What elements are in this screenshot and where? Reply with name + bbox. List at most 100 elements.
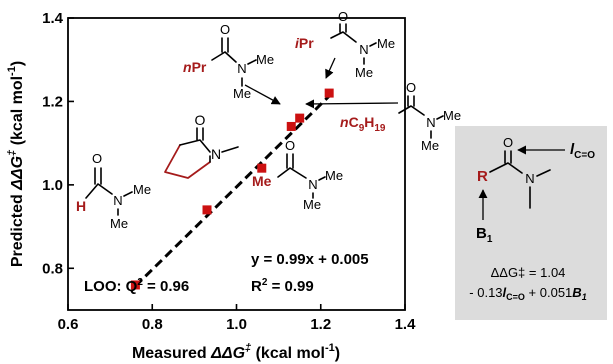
ipr-methyl-2: Me <box>355 65 373 80</box>
molecule-pyrrolidinone: O N <box>164 112 239 179</box>
molecule-npr-amide: nPr O N Me Me <box>183 22 274 101</box>
ipr-label: iPr <box>295 35 314 51</box>
npr-bonds <box>211 37 257 87</box>
nonyl-prefix: n <box>340 114 349 130</box>
data-point <box>202 205 212 215</box>
model-box-background <box>455 126 607 320</box>
ipr-group: Pr <box>299 35 314 51</box>
x-axis-label-unit: (kcal mol <box>251 345 325 362</box>
npr-prefix: n <box>183 59 192 75</box>
y-axis-label-symbol: ΔΔG <box>9 156 26 191</box>
molecule-dma: Me O N Me Me <box>252 138 343 212</box>
data-point <box>130 280 140 290</box>
npr-oxygen: O <box>220 22 230 37</box>
dma-methyl-1: Me <box>325 168 343 183</box>
x-tick-label: 1.4 <box>395 316 417 333</box>
data-point <box>324 88 334 98</box>
model-b-label: B1 <box>476 225 493 245</box>
x-tick-label: 0.8 <box>142 316 163 333</box>
model-eq-l: l <box>503 285 507 300</box>
x-axis-label-main: Measured <box>132 345 211 362</box>
npr-nitrogen: N <box>237 61 246 76</box>
model-eq-b-sub: 1 <box>582 292 587 302</box>
nonyl-bonds <box>398 95 444 139</box>
y-tick-label: 1.4 <box>42 10 64 27</box>
data-point <box>286 121 296 131</box>
data-point <box>257 163 267 173</box>
npr-group: Pr <box>192 59 207 75</box>
pyrrolidinone-bonds <box>179 127 239 163</box>
ipr-arrow <box>325 57 336 79</box>
y-tick-label: 0.8 <box>42 260 63 277</box>
loo-prefix: LOO: Q <box>84 278 138 295</box>
molecule-dmf: H O N Me Me <box>76 151 151 231</box>
model-eq-l-sub: C=O <box>506 292 525 302</box>
npr-label: nPr <box>183 59 207 75</box>
x-axis-label-close: ) <box>335 345 340 362</box>
dmf-nitrogen: N <box>113 193 122 208</box>
y-axis-label-exp: -1 <box>6 66 18 76</box>
loo-exp: 2 <box>137 277 143 288</box>
model-l-subscript: C=O <box>574 150 595 161</box>
model-equation-line-1: ΔΔG‡ = 1.04 <box>491 265 566 280</box>
fit-equation: y = 0.99x + 0.005 <box>251 251 369 268</box>
nonyl-methyl-2: Me <box>421 138 439 153</box>
nonyl-arrow <box>305 99 399 109</box>
dmf-oxygen: O <box>92 151 102 166</box>
dmf-bonds <box>85 167 133 216</box>
model-b-symbol: B <box>476 225 487 242</box>
x-axis-label-dagger: ‡ <box>245 342 252 354</box>
model-equation-line-2: - 0.13lC=O + 0.051B1 <box>469 285 586 302</box>
ipr-methyl-1: Me <box>377 36 395 51</box>
model-eq-b: B <box>572 285 581 300</box>
y-axis-label-close: ) <box>9 61 26 66</box>
scatter-plot: 0.6 0.8 1.0 1.2 1.4 0.8 1.0 1.2 1.4 Measured ΔΔ… <box>6 10 416 362</box>
y-tick-label: 1.0 <box>42 177 63 194</box>
model-eq-coef-2: + 0.051 <box>525 285 572 300</box>
pyrrolidinone-nitrogen: N <box>211 146 221 162</box>
model-l-symbol: l <box>570 141 575 158</box>
nonyl-oxygen: O <box>406 80 416 95</box>
dma-oxygen: O <box>285 138 295 153</box>
model-nitrogen: N <box>525 171 534 186</box>
model-box: R O N lC=O B1 ΔΔG‡ = 1.04 - 0.13lC=O + 0… <box>455 126 607 320</box>
loo-value: = 0.96 <box>143 278 189 295</box>
dmf-methyl-2: Me <box>110 216 128 231</box>
loo-q-squared: LOO: Q2 = 0.96 <box>84 277 189 295</box>
fit-line <box>134 95 331 288</box>
model-eq-coef-1: - 0.13 <box>469 285 502 300</box>
nonyl-carbon: C <box>349 114 359 130</box>
molecule-nonyl-amide: nC9H19 O N Me Me <box>340 80 461 153</box>
ipr-bonds <box>330 23 377 65</box>
data-points <box>130 88 334 290</box>
y-axis-label: Predicted ΔΔG‡ (kcal mol-1) <box>6 61 26 267</box>
ipr-prefix: i <box>295 35 300 51</box>
nonyl-methyl-1: Me <box>443 108 461 123</box>
dma-methyl-red: Me <box>252 173 272 189</box>
y-axis-label-main: Predicted <box>9 190 26 267</box>
nonyl-nitrogen: N <box>426 115 435 130</box>
y-axis-label-dagger: ‡ <box>6 149 18 156</box>
nonyl-hydrogen-sub: 19 <box>374 123 386 134</box>
model-r-group: R <box>477 168 488 185</box>
x-tick-label: 1.2 <box>310 316 331 333</box>
nonyl-label: nC9H19 <box>340 114 386 134</box>
dma-methyl-2: Me <box>303 197 321 212</box>
model-l-label: lC=O <box>570 141 595 161</box>
y-tick-label: 1.2 <box>42 93 63 110</box>
x-axis-label-exp: -1 <box>325 342 335 354</box>
npr-methyl-2: Me <box>233 86 251 101</box>
molecule-ipr-amide: iPr O N Me Me <box>295 9 395 80</box>
npr-arrow <box>244 84 281 105</box>
ipr-nitrogen: N <box>359 42 368 57</box>
pyrrolidinone-oxygen: O <box>195 112 206 128</box>
model-b-subscript: 1 <box>487 234 493 245</box>
x-tick-label: 0.6 <box>58 316 79 333</box>
npr-methyl-1: Me <box>256 52 274 67</box>
x-tick-label: 1.0 <box>226 316 247 333</box>
r-squared: R2 = 0.99 <box>251 277 314 295</box>
x-axis-label: Measured ΔΔG‡ (kcal mol-1) <box>132 342 340 362</box>
pyrrolidinone-ring <box>164 144 211 179</box>
dmf-hydrogen: H <box>76 198 86 214</box>
model-bonds <box>489 150 551 209</box>
